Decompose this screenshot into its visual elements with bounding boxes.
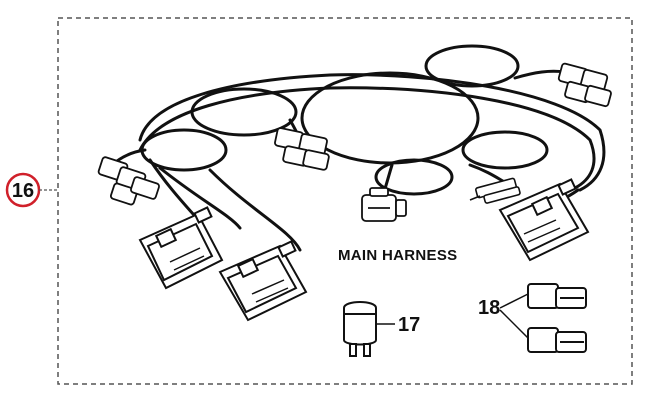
connector-center[interactable]: [361, 187, 407, 222]
callout-18-leader-top: [499, 293, 529, 309]
wire-loop-center-small: [374, 158, 454, 196]
callout-18-leader-bottom: [499, 309, 529, 339]
connector-pair-icon: [527, 283, 587, 353]
callout-16-label: 16: [12, 180, 34, 202]
connector-multipin-left-1[interactable]: [138, 206, 224, 290]
wire-loop-top-right: [424, 44, 520, 88]
trunk-wire-inner: [138, 86, 596, 190]
connector-2pin-top-right[interactable]: [557, 62, 612, 108]
assembly-title: MAIN HARNESS: [338, 247, 457, 264]
branch-big-conn-1b: [158, 166, 242, 230]
branch-big-conn-2: [208, 168, 302, 252]
wire-loop-upper-left: [190, 87, 298, 137]
callout-16[interactable]: 16: [5, 172, 58, 208]
callout-18-label: 18: [478, 297, 500, 319]
callout-17-label: 17: [398, 314, 420, 336]
connector-multipin-left-2[interactable]: [218, 240, 308, 322]
connector-multipin-right[interactable]: [498, 178, 590, 262]
part-17[interactable]: 17: [343, 301, 420, 357]
connector-2pin-left[interactable]: [97, 156, 160, 206]
part-18[interactable]: 18: [478, 283, 587, 353]
assembly-border: [57, 17, 633, 385]
relay-icon: [343, 301, 377, 357]
wire-loop-center: [300, 71, 480, 165]
branch-top-right: [513, 69, 567, 80]
wire-loop-mid-right: [461, 130, 549, 170]
wire-loop-lower-left: [140, 128, 228, 172]
trunk-wire-outer: [138, 73, 606, 192]
fuse-terminal[interactable]: [469, 177, 521, 204]
connector-2pin-top-middle[interactable]: [274, 127, 330, 171]
